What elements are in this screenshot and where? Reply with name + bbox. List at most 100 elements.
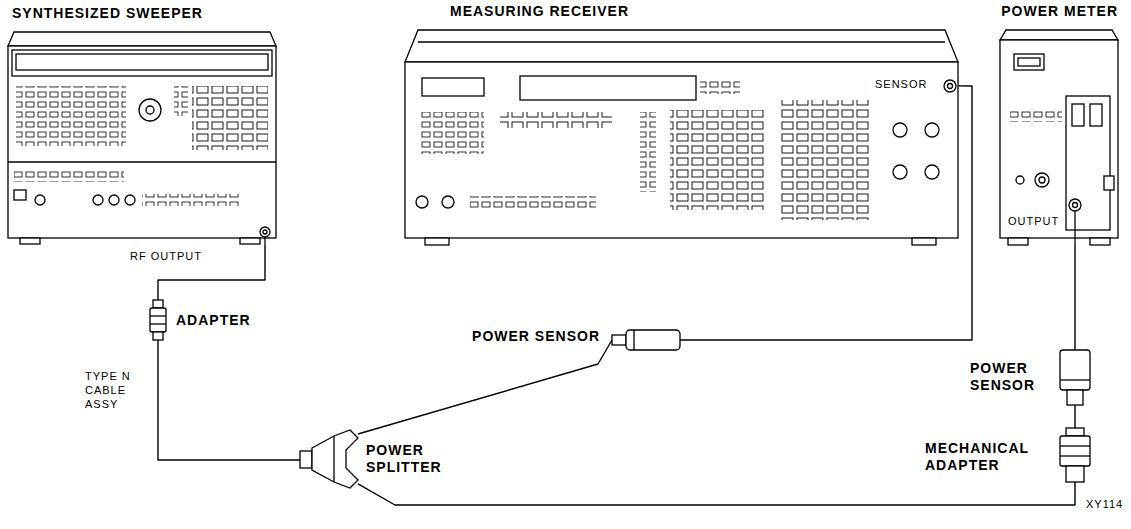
receiver-drawing [780,100,870,220]
splitter-drawing [300,451,312,468]
mechanical-adapter-drawing [1060,436,1090,466]
power-meter-drawing [1018,58,1040,66]
cable [1074,245,1075,350]
mechanical-adapter-drawing [1066,466,1084,482]
port-label: SENSOR [875,78,927,92]
power-meter-drawing [1072,104,1084,126]
receiver-drawing [425,238,449,245]
adapter-drawing [153,332,163,340]
instrument-title: POWER METER [1001,3,1118,20]
power-splitter: POWER SPLITTER [300,430,358,488]
cable [680,86,972,340]
power-meter-drawing [1008,238,1028,245]
sweeper-drawing [146,106,154,114]
receiver-drawing [405,30,958,245]
part-label: POWER SENSOR [970,360,1050,394]
mechanical-adapter-drawing [1060,455,1090,456]
sweeper-drawing [240,238,260,244]
adapter-drawing [150,308,166,332]
receiver-drawing [422,78,484,96]
receiver-drawing [670,110,766,210]
cable [358,482,1075,505]
splitter-drawing [300,430,358,488]
power-meter-drawing [1074,211,1075,245]
sweeper-drawing [192,86,268,150]
receiver-drawing [442,196,454,208]
adapter-part: ADAPTER [150,300,166,340]
sweeper-drawing [14,170,124,182]
receiver-drawing [420,112,484,154]
mechanical-adapter-drawing [1060,445,1090,446]
sensor-drawing [612,335,626,345]
part-label: MECHANICAL ADAPTER [925,440,1050,474]
sensor-drawing [1067,390,1083,405]
cable [1074,405,1075,428]
power-meter-drawing [1069,199,1081,211]
receiver-drawing [925,123,939,137]
power-meter-drawing [1000,30,1118,245]
sweeper-drawing [14,190,26,200]
sweeper-drawing [125,195,135,205]
power-meter-drawing [1073,203,1078,208]
receiver-drawing [700,80,740,94]
sensor-drawing [626,330,680,350]
receiver-drawing [893,123,907,137]
sweeper-drawing [264,237,265,245]
instrument-title: MEASURING RECEIVER [450,3,629,20]
receiver-instrument: MEASURING RECEIVERSENSOR [405,30,958,245]
sensor-drawing [633,330,634,350]
receiver-drawing [405,62,958,238]
receiver-drawing [418,41,945,42]
receiver-drawing [893,165,907,179]
mechanical-adapter: MECHANICAL ADAPTER [1060,428,1090,482]
sweeper-drawing [16,86,126,146]
sweeper-drawing [12,50,272,76]
receiver-drawing [405,30,958,62]
receiver-drawing [640,112,656,192]
part-label: ADAPTER [176,312,251,329]
port-label: RF OUTPUT [130,250,202,264]
power-sensor: POWER SENSOR [612,330,680,350]
sweeper-drawing [139,99,161,121]
receiver-drawing [416,196,428,208]
figure-code: XY114 [1086,498,1123,512]
sweeper-drawing [20,238,40,244]
power-meter-drawing [1066,96,1110,230]
power-meter-drawing [1010,108,1062,122]
receiver-drawing [520,76,696,100]
part-label: POWER SENSOR [472,328,600,345]
power-meter-instrument: POWER METEROUTPUT [1000,30,1118,245]
power-meter-drawing [1014,54,1044,70]
sweeper-drawing [142,194,240,206]
sweeper-drawing [109,195,119,205]
sweeper-drawing [35,195,45,205]
part-label: POWER SPLITTER [366,442,466,476]
adapter-drawing [150,315,166,316]
cable [358,340,612,434]
splitter-drawing [312,430,358,488]
sweeper-drawing [8,161,276,162]
power-meter-drawing [1000,30,1118,40]
port-label: OUTPUT [1008,215,1059,229]
power-meter-drawing [1039,177,1045,183]
power-meter-drawing [1090,104,1102,126]
instrument-title: SYNTHESIZED SWEEPER [12,5,203,22]
mechanical-adapter-drawing [1060,428,1090,482]
receiver-drawing [500,112,612,128]
sweeper-drawing [16,54,268,70]
sweeper-drawing [263,230,267,234]
sweeper-drawing [260,227,270,237]
power-meter-drawing [1090,238,1110,245]
splitter-drawing [333,436,334,482]
sensor-drawing [1060,350,1090,390]
cable-label: TYPE N CABLE ASSY [85,370,140,411]
sensor-drawing [612,330,1090,405]
sweeper-drawing [93,195,103,205]
receiver-drawing [925,165,939,179]
sensor-drawing [1060,379,1090,380]
receiver-drawing [470,196,596,208]
sweeper-drawing [174,86,188,116]
receiver-drawing [944,80,956,92]
mechanical-adapter-drawing [1066,428,1084,436]
